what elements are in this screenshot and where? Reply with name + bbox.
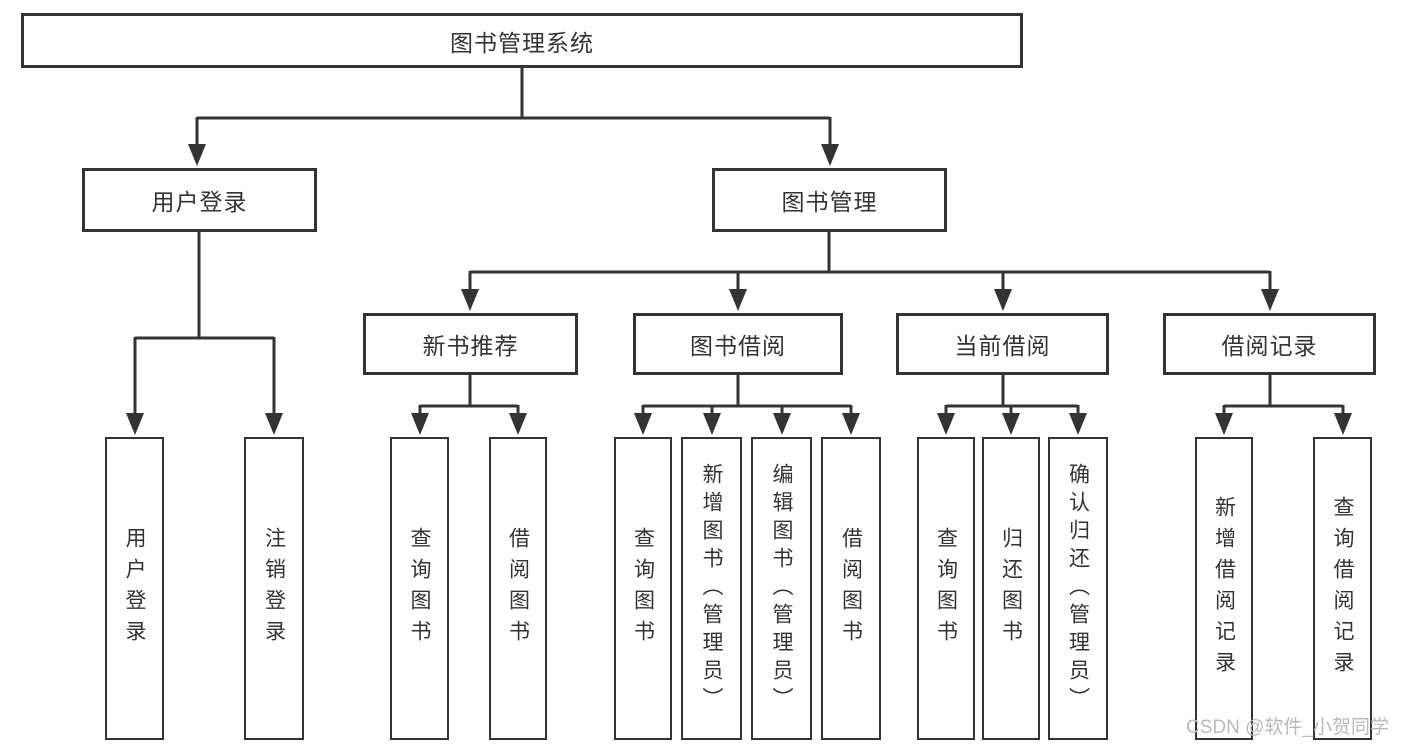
node-label: 图书管理 (781, 189, 878, 215)
node-library-system: 图书管理系统 (21, 13, 1023, 68)
leaf-user-login: 用户登录 (105, 437, 164, 740)
leaf-borrow-books-borrowing: 借阅图书 (821, 437, 881, 740)
node-label: 查询借阅记录 (1331, 495, 1354, 682)
leaf-query-books-current: 查询图书 (917, 437, 975, 740)
node-label: 查询图书 (408, 526, 431, 651)
node-label: 图书借阅 (690, 333, 786, 359)
node-label: 编辑图书（管理员） (770, 462, 793, 715)
node-label: 用户登录 (151, 189, 248, 215)
leaf-add-borrow-record: 新增借阅记录 (1195, 437, 1253, 740)
leaf-return-books: 归还图书 (982, 437, 1040, 740)
leaf-query-borrow-record: 查询借阅记录 (1313, 437, 1372, 740)
csdn-watermark: CSDN @软件_小贺同学 (1186, 717, 1389, 738)
node-label: 注销登录 (262, 526, 286, 651)
node-label: 当前借阅 (954, 333, 1051, 359)
leaf-borrow-books-recommend: 借阅图书 (489, 437, 547, 740)
leaf-edit-books-admin: 编辑图书（管理员） (751, 437, 812, 740)
node-book-management: 图书管理 (712, 168, 947, 232)
node-current-borrowing: 当前借阅 (896, 313, 1109, 375)
node-label: 归还图书 (999, 526, 1023, 651)
node-label: 借阅图书 (506, 526, 530, 651)
node-label: 图书管理系统 (450, 29, 594, 56)
node-label: 新增图书（管理员） (700, 462, 723, 715)
leaf-query-books-borrowing: 查询图书 (614, 437, 672, 740)
node-label: 查询图书 (631, 526, 655, 651)
leaf-add-books-admin: 新增图书（管理员） (681, 437, 742, 740)
node-label: 借阅图书 (839, 526, 863, 651)
node-label: 新增借阅记录 (1212, 495, 1236, 682)
node-borrowing-records: 借阅记录 (1163, 313, 1376, 375)
leaf-confirm-return-admin: 确认归还（管理员） (1048, 437, 1108, 740)
node-label: 用户登录 (123, 526, 146, 651)
node-book-borrowing: 图书借阅 (633, 313, 843, 375)
node-label: 查询图书 (934, 526, 958, 651)
node-user-login: 用户登录 (82, 168, 317, 232)
node-label: 新书推荐 (422, 333, 519, 359)
node-label: 确认归还（管理员） (1066, 462, 1090, 715)
node-new-book-recommend: 新书推荐 (363, 313, 578, 375)
leaf-logout-login: 注销登录 (244, 437, 304, 740)
node-label: 借阅记录 (1221, 333, 1318, 359)
leaf-query-books-recommend: 查询图书 (390, 437, 449, 740)
